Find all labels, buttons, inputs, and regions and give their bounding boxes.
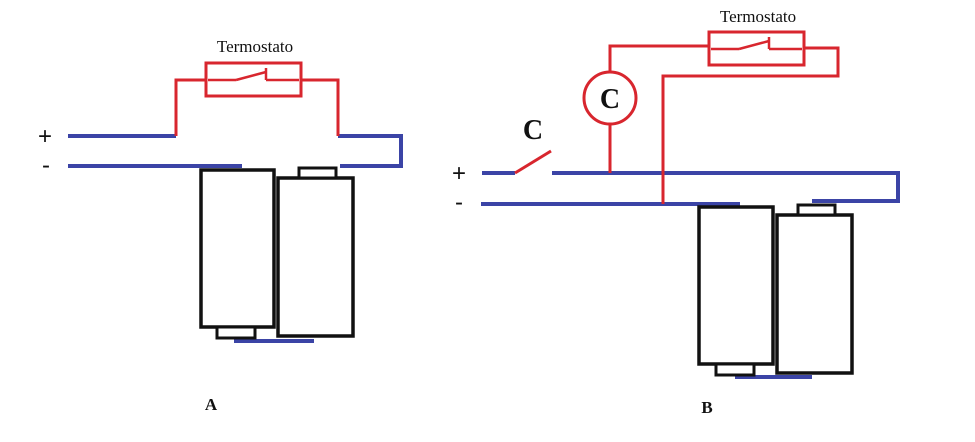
panel-a-positive-bus	[68, 134, 403, 168]
panel-a-battery-left	[199, 168, 276, 340]
panel-b-meter-label: C	[600, 84, 620, 115]
panel-b-battery-right	[775, 203, 854, 375]
panel-a-thermostat-box	[204, 61, 303, 98]
panel-b-battery-left	[697, 205, 775, 377]
panel-b: C C Termostato + - B	[452, 7, 900, 417]
panel-a-thermostat-switch-icon	[208, 68, 299, 82]
panel-b-thermostat-label: Termostato	[720, 7, 796, 26]
panel-a-plus-label: +	[38, 123, 52, 150]
panel-a-battery-right	[276, 166, 355, 338]
panel-b-switch-label: C	[523, 115, 543, 146]
panel-a-thermostat-lead-right	[301, 78, 340, 136]
panel-b-thermostat-switch-icon	[711, 37, 802, 51]
panel-a-thermostat-label: Termostato	[217, 37, 293, 56]
panel-a-label: A	[205, 395, 218, 414]
panel-b-thermostat-return-lead	[661, 46, 840, 204]
panel-a-thermostat-lead-left	[174, 78, 206, 136]
panel-a-minus-label: -	[42, 152, 50, 179]
panel-a: Termostato + - A	[38, 37, 403, 414]
panel-b-switch-icon	[514, 149, 552, 175]
panel-b-meter-icon	[582, 70, 638, 126]
panel-b-minus-label: -	[455, 189, 463, 216]
panel-b-label: B	[701, 398, 712, 417]
panel-b-meter-lead-top	[608, 44, 709, 72]
panel-b-thermostat-box	[707, 30, 806, 67]
panel-b-positive-bus	[482, 171, 900, 203]
panel-b-plus-label: +	[452, 160, 466, 187]
